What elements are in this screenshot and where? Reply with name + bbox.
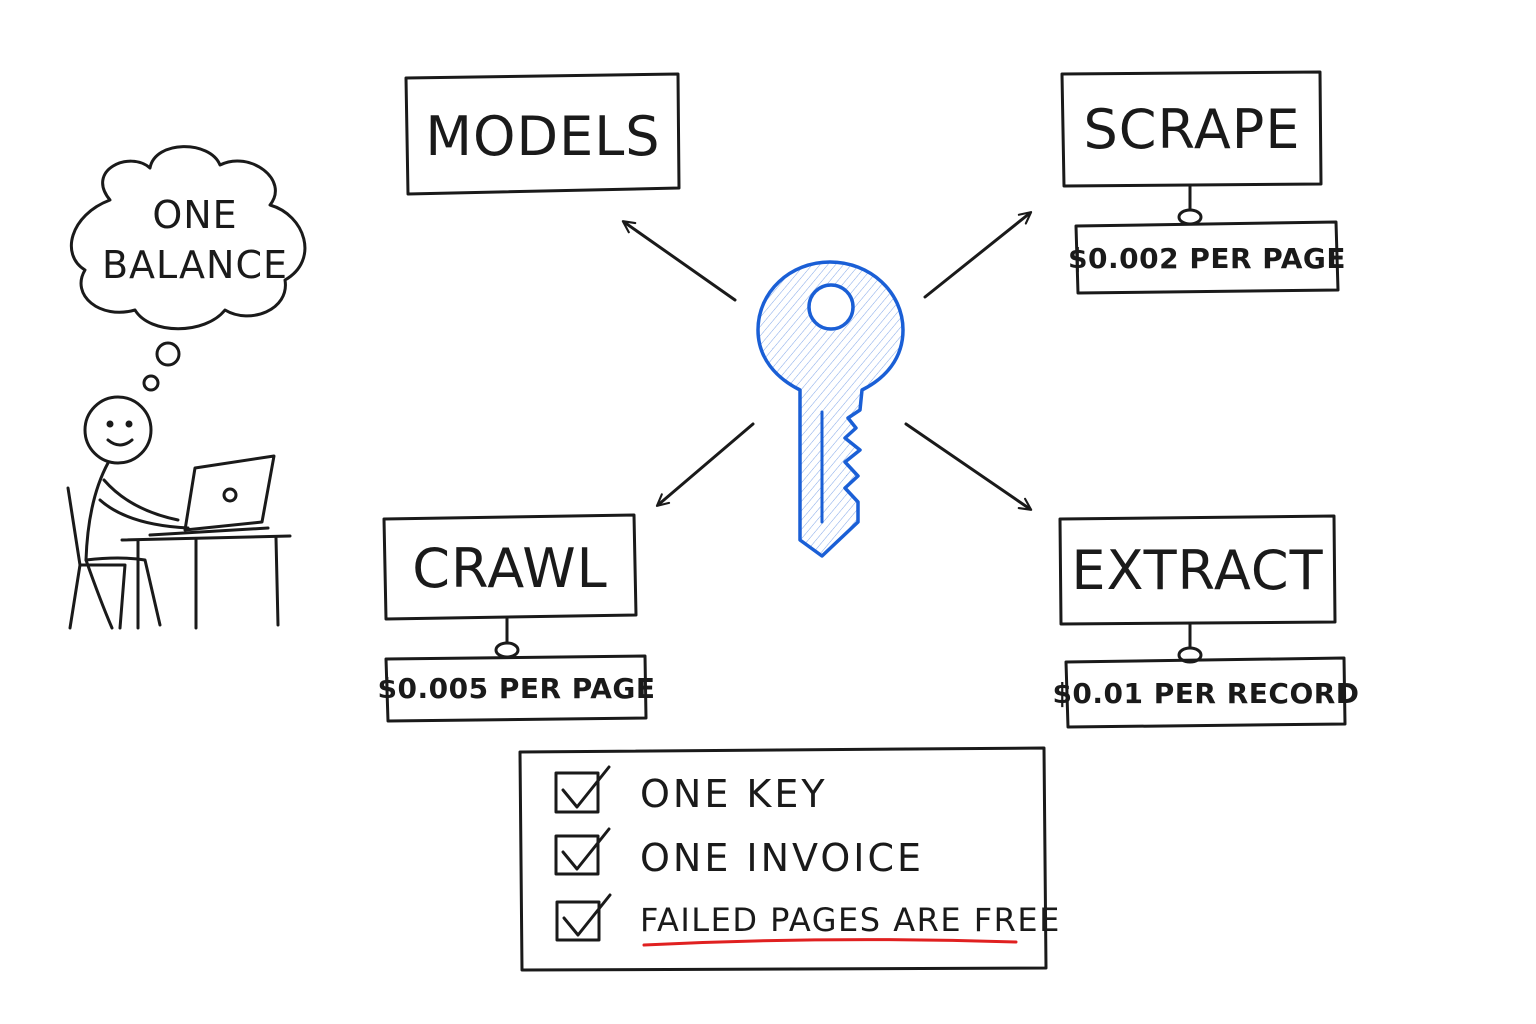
extract-box xyxy=(1058,514,1337,626)
arrow-to-scrape xyxy=(923,211,1033,299)
extract-price-box xyxy=(1064,656,1347,729)
thought-dot-small xyxy=(142,374,160,392)
checkbox-icon-failed-pages xyxy=(555,893,612,942)
thought-line-2: BALANCE xyxy=(101,243,289,287)
scrape-label: SCRAPE xyxy=(1083,97,1301,161)
thought-dot-large xyxy=(155,341,181,367)
thought-cloud xyxy=(69,145,307,331)
extract-label: EXTRACT xyxy=(1071,539,1324,602)
arrow-to-crawl xyxy=(655,422,755,507)
key-icon xyxy=(756,260,905,558)
extract-price: $0.01 PER RECORD xyxy=(1052,676,1360,710)
crawl-price-box xyxy=(384,654,648,723)
person-at-laptop-icon xyxy=(66,395,292,630)
crawl-price: $0.005 PER PAGE xyxy=(377,672,656,705)
crawl-box xyxy=(382,513,638,621)
models-box xyxy=(404,72,681,196)
checklist-box xyxy=(518,746,1048,972)
checklist-item-one-key: ONE KEY xyxy=(640,772,828,816)
models-label: MODELS xyxy=(425,104,661,168)
checkbox-icon-one-key xyxy=(554,765,611,814)
checklist-item-failed-pages: FAILED PAGES ARE FREE xyxy=(640,901,1061,939)
crawl-label: CRAWL xyxy=(412,536,608,600)
arrow-to-extract xyxy=(904,422,1033,511)
scrape-box xyxy=(1060,70,1323,188)
scrape-price: $0.002 PER PAGE xyxy=(1068,241,1346,275)
thought-bubble-text: ONE BALANCE xyxy=(95,185,295,295)
thought-line-1: ONE xyxy=(152,193,238,237)
scrape-connector xyxy=(1177,184,1203,226)
checkbox-icon-one-invoice xyxy=(554,827,611,876)
scrape-price-box xyxy=(1074,220,1340,295)
extract-connector xyxy=(1177,622,1203,664)
checklist-item-one-invoice: ONE INVOICE xyxy=(640,836,925,880)
arrow-to-models xyxy=(621,220,737,302)
failed-pages-underline xyxy=(642,938,1018,947)
crawl-connector xyxy=(494,617,520,659)
